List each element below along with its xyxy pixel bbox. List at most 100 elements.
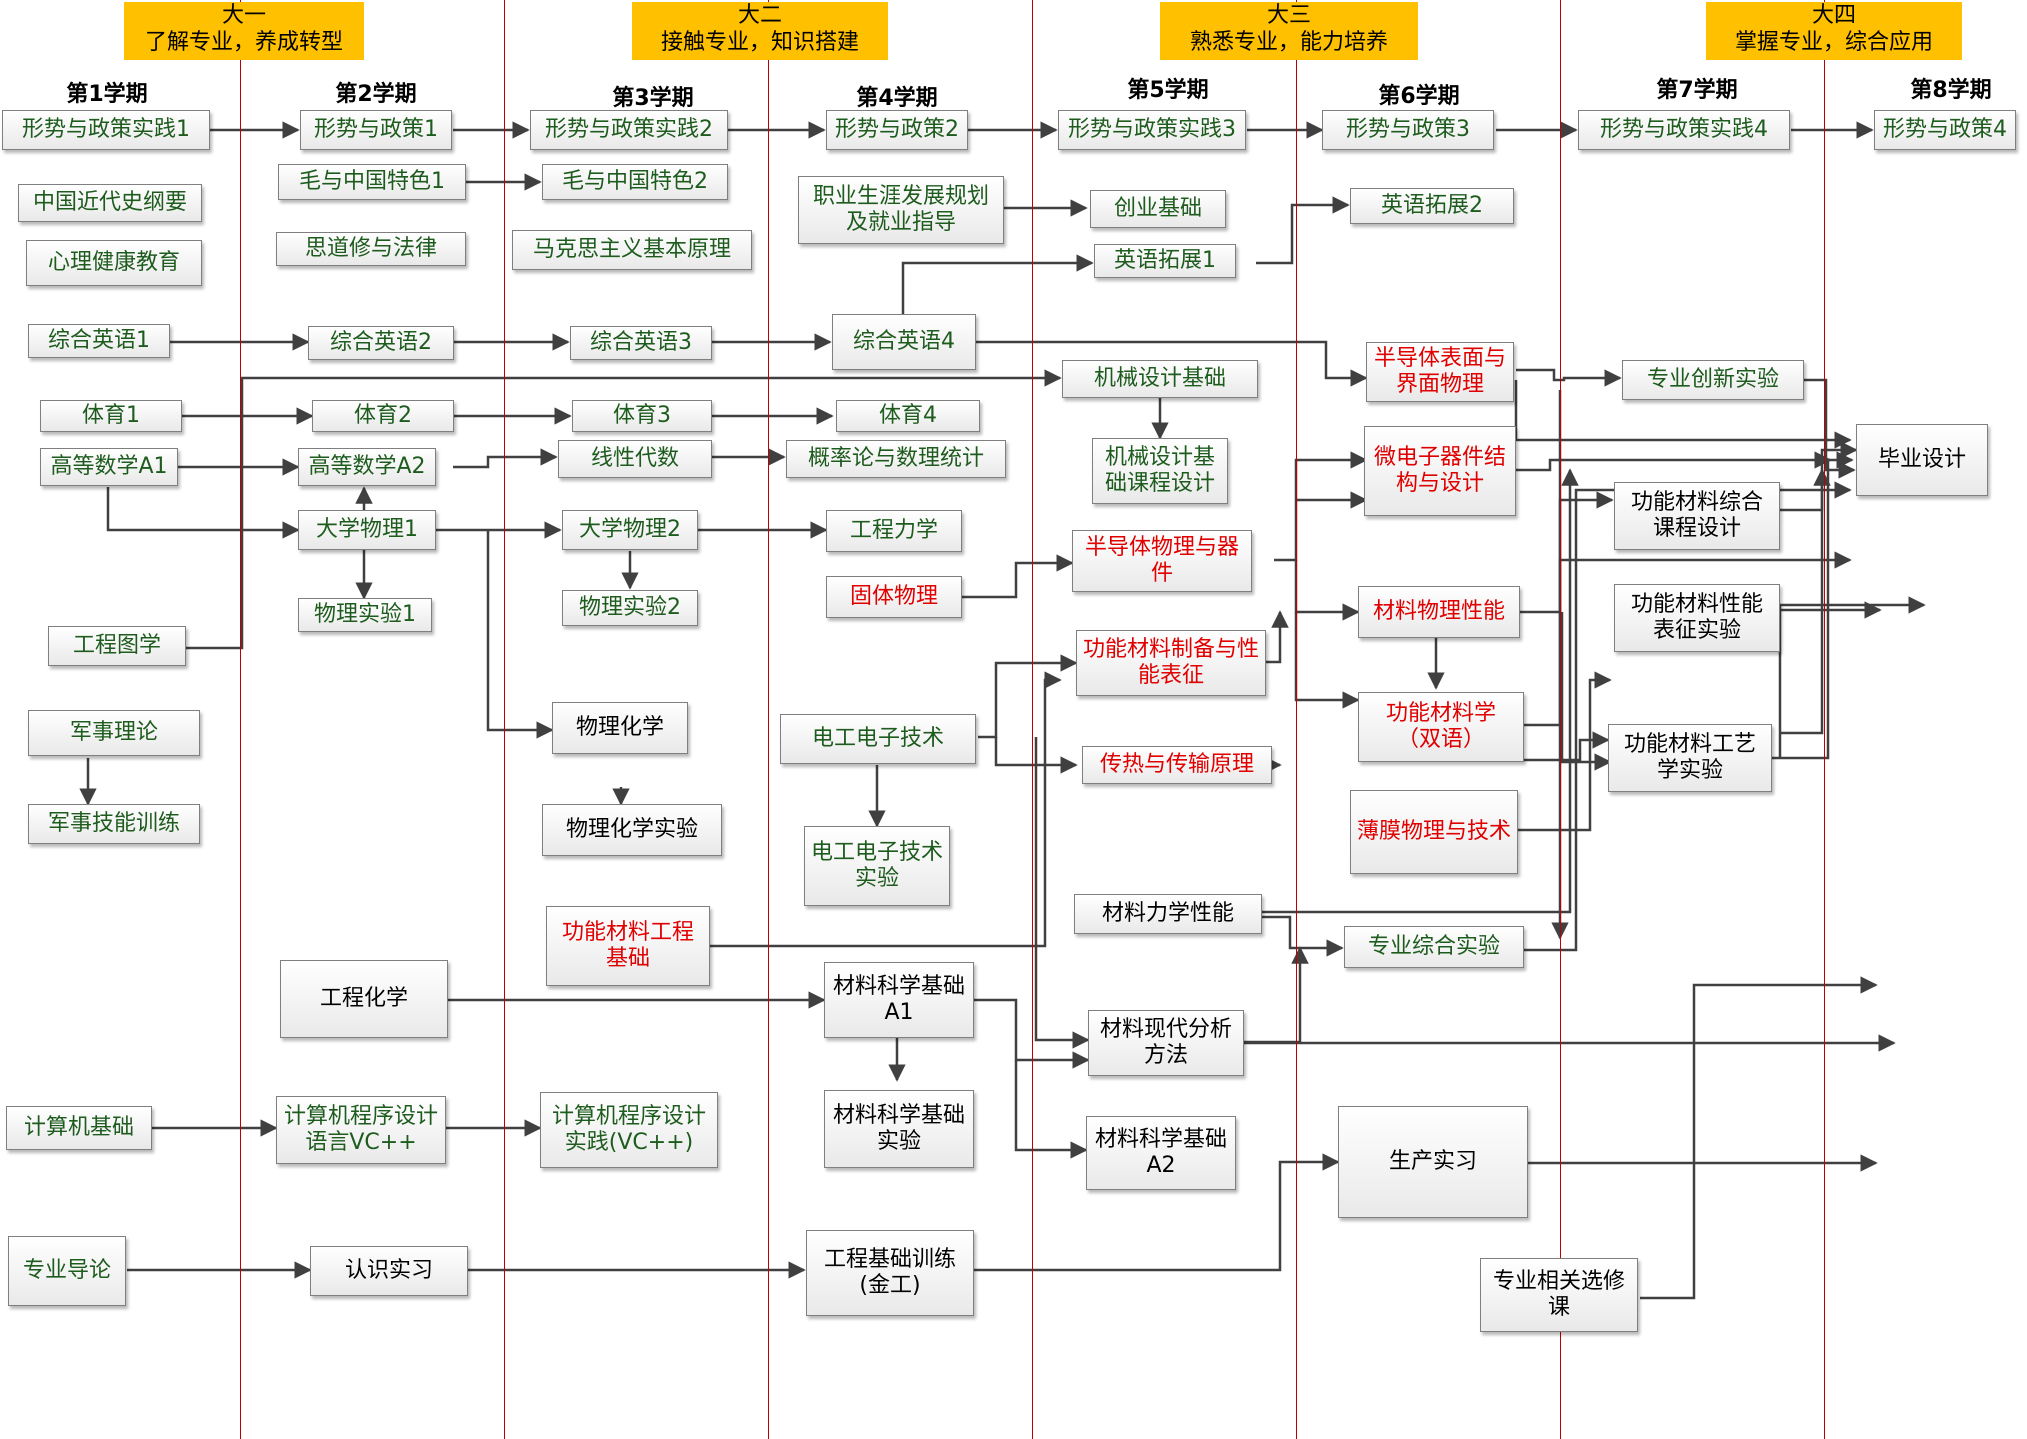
course-box: 大学物理2	[562, 510, 698, 550]
course-box: 认识实习	[310, 1246, 468, 1296]
course-box: 综合英语1	[28, 324, 170, 358]
course-box: 体育1	[40, 400, 182, 432]
course-box: 材料科学基础A2	[1086, 1116, 1236, 1190]
year-name: 大二	[737, 3, 782, 28]
arrow	[1240, 468, 1579, 914]
course-box: 英语拓展2	[1350, 188, 1514, 224]
year-header-1: 大一 了解专业，养成转型	[124, 2, 364, 60]
course-box: 高等数学A2	[298, 448, 436, 486]
course-box: 体育2	[312, 400, 454, 432]
course-box: 中国近代史纲要	[18, 184, 202, 222]
course-box: 毛与中国特色1	[278, 164, 466, 200]
course-box: 职业生涯发展规划及就业指导	[798, 176, 1004, 244]
course-box: 形势与政策4	[1874, 110, 2016, 150]
course-box: 创业基础	[1090, 190, 1226, 228]
arrow	[1512, 491, 1614, 614]
course-box: 传热与传输原理	[1082, 746, 1272, 784]
year-header-3: 大三 熟悉专业，能力培养	[1160, 2, 1418, 60]
course-box: 机械设计基础	[1062, 360, 1258, 398]
arrow	[1240, 915, 1344, 957]
course-box: 材料科学基础实验	[824, 1090, 974, 1168]
course-box: 专业创新实验	[1622, 360, 1804, 400]
course-box: 功能材料学（双语）	[1358, 692, 1524, 762]
arrow	[1034, 737, 1090, 1049]
course-box: 功能材料工程基础	[546, 906, 710, 986]
course-box: 物理化学实验	[542, 804, 722, 856]
arrow	[1256, 196, 1350, 265]
course-box: 综合英语3	[570, 326, 712, 360]
course-box: 材料物理性能	[1358, 586, 1520, 638]
arrow	[1514, 380, 1852, 449]
arrow	[978, 654, 1078, 739]
arrow	[1294, 560, 1360, 621]
year-header-2: 大二 接触专业，知识搭建	[632, 2, 888, 60]
course-box: 物理实验1	[298, 598, 432, 632]
arrow	[1640, 976, 1878, 1300]
arrow	[453, 448, 558, 469]
course-box: 电工电子技术实验	[804, 826, 950, 906]
arrow	[974, 998, 1090, 1069]
course-box: 形势与政策2	[826, 110, 968, 150]
course-box: 功能材料综合课程设计	[1614, 482, 1780, 550]
year-header-4: 大四 掌握专业，综合应用	[1706, 2, 1962, 60]
course-box: 专业综合实验	[1344, 926, 1524, 968]
arrow	[1242, 946, 1309, 1044]
course-box: 工程图学	[48, 626, 186, 666]
course-box: 物理化学	[552, 702, 688, 754]
course-box: 材料现代分析方法	[1088, 1010, 1244, 1076]
arrow	[1524, 731, 1610, 762]
arrow	[106, 487, 300, 539]
course-box: 综合英语4	[832, 314, 976, 370]
course-box: 专业相关选修课	[1480, 1258, 1638, 1332]
semester-divider	[1296, 0, 1297, 1439]
course-box: 形势与政策实践1	[2, 110, 210, 150]
semester-divider	[1560, 0, 1561, 1439]
arrow	[1294, 612, 1360, 709]
year-name: 大一	[221, 3, 266, 28]
semester-label-5: 第5学期	[1127, 78, 1209, 103]
course-box: 计算机程序设计实践(VC++)	[540, 1092, 718, 1168]
year-name: 大三	[1266, 3, 1311, 28]
arrow	[1516, 368, 1622, 387]
course-box: 英语拓展1	[1094, 244, 1236, 278]
course-box: 薄膜物理与技术	[1350, 790, 1518, 874]
arrow	[1780, 468, 1831, 735]
arrow	[1512, 451, 1832, 472]
course-box: 材料科学基础A1	[824, 962, 974, 1038]
arrow	[901, 254, 1094, 315]
arrow	[186, 369, 1062, 650]
course-box: 专业导论	[8, 1236, 126, 1306]
course-box: 毛与中国特色2	[542, 164, 728, 200]
semester-label-2: 第2学期	[335, 82, 417, 107]
year-theme: 了解专业，养成转型	[144, 30, 343, 55]
arrow	[962, 554, 1074, 599]
course-box: 体育3	[572, 400, 712, 432]
arrow	[1804, 378, 1856, 479]
course-box: 工程化学	[280, 960, 448, 1038]
course-box: 军事理论	[28, 710, 200, 756]
course-box: 心理健康教育	[26, 240, 202, 286]
year-theme: 掌握专业，综合应用	[1734, 30, 1933, 55]
arrow	[994, 737, 1078, 774]
course-box: 形势与政策1	[300, 110, 452, 150]
year-theme: 熟悉专业，能力培养	[1189, 30, 1388, 55]
course-box: 形势与政策3	[1322, 110, 1494, 150]
arrow	[1274, 451, 1368, 562]
semester-label-3: 第3学期	[612, 86, 694, 111]
course-box: 工程力学	[826, 510, 962, 552]
arrow	[976, 340, 1368, 387]
semester-label-4: 第4学期	[856, 86, 938, 111]
course-box: 半导体表面与界面物理	[1366, 342, 1514, 402]
arrow	[964, 1153, 1340, 1272]
year-theme: 接触专业，知识搭建	[660, 30, 859, 55]
semester-divider	[768, 0, 769, 1439]
semester-label-1: 第1学期	[66, 82, 148, 107]
arrow	[1560, 612, 1612, 771]
arrow	[486, 530, 554, 739]
course-box: 军事技能训练	[28, 804, 200, 844]
arrow	[1260, 610, 1289, 664]
semester-divider	[504, 0, 505, 1439]
arrow	[1778, 596, 1926, 758]
course-box: 概率论与数理统计	[786, 440, 1006, 478]
